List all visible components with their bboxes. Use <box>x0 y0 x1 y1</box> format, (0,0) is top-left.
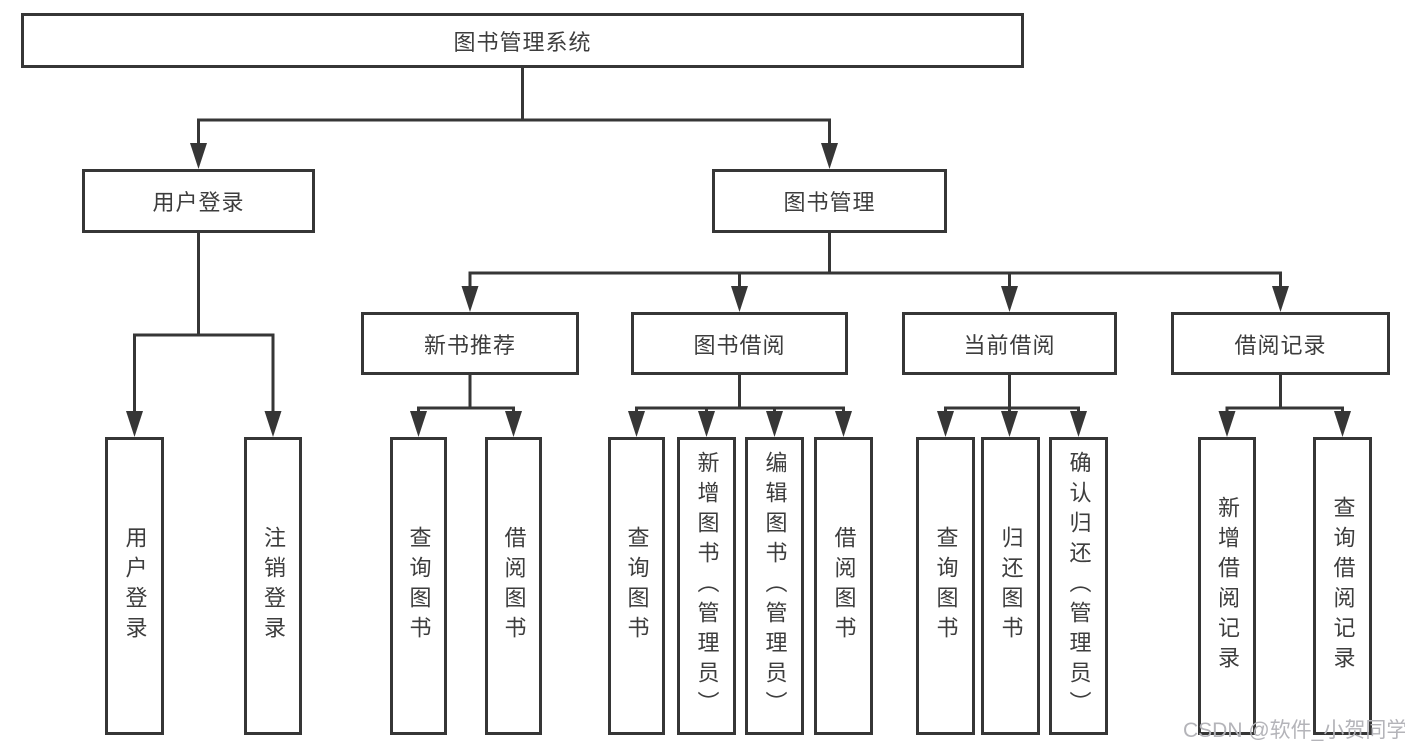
leaf-add-book-admin-label: 新增图书（管理员） <box>694 451 720 721</box>
connector-borrowing-records-to-leaves <box>1218 375 1351 437</box>
leaf-borrow-books: 借阅图书 <box>814 437 873 735</box>
node-current-borrowing: 当前借阅 <box>902 312 1117 375</box>
leaf-borrow-books-recommend-label: 借阅图书 <box>501 526 527 646</box>
leaf-edit-book-admin-label: 编辑图书（管理员） <box>762 451 788 721</box>
leaf-query-books-recommend-label: 查询图书 <box>406 526 432 646</box>
node-library-system: 图书管理系统 <box>21 13 1024 68</box>
leaf-query-borrow-record: 查询借阅记录 <box>1313 437 1372 735</box>
leaf-return-books-label: 归还图书 <box>998 526 1024 646</box>
leaf-borrow-books-label: 借阅图书 <box>831 526 857 646</box>
leaf-user-login-label: 用户登录 <box>122 526 148 646</box>
node-user-login: 用户登录 <box>82 169 315 233</box>
node-borrowing-records-label: 借阅记录 <box>1234 332 1327 358</box>
leaf-query-books-current: 查询图书 <box>916 437 975 735</box>
connector-current-borrowing-to-leaves <box>937 375 1087 437</box>
leaf-borrow-books-recommend: 借阅图书 <box>485 437 542 735</box>
leaf-edit-book-admin: 编辑图书（管理员） <box>745 437 804 735</box>
node-user-login-label: 用户登录 <box>152 190 245 215</box>
node-new-book-recommend-label: 新书推荐 <box>423 332 516 358</box>
node-borrowing-records: 借阅记录 <box>1171 312 1390 375</box>
node-current-borrowing-label: 当前借阅 <box>963 332 1056 358</box>
connector-user-login-to-leaves <box>126 233 282 437</box>
leaf-query-books-current-label: 查询图书 <box>933 526 959 646</box>
connector-new-book-recommend-to-leaves <box>410 375 522 437</box>
leaf-query-books-borrowing-label: 查询图书 <box>624 526 650 646</box>
node-library-system-label: 图书管理系统 <box>453 29 592 55</box>
node-new-book-recommend: 新书推荐 <box>361 312 579 375</box>
node-book-borrowing-label: 图书借阅 <box>693 332 786 358</box>
leaf-logout: 注销登录 <box>244 437 302 735</box>
leaf-query-books-recommend: 查询图书 <box>390 437 447 735</box>
connector-book-management-to-level3 <box>461 233 1289 312</box>
leaf-return-books: 归还图书 <box>981 437 1040 735</box>
connector-root-to-level2 <box>190 68 838 169</box>
leaf-add-borrow-record-label: 新增借阅记录 <box>1215 496 1240 676</box>
node-book-borrowing: 图书借阅 <box>631 312 848 375</box>
csdn-watermark: CSDN @软件_小贺同学 <box>1183 719 1405 742</box>
leaf-logout-label: 注销登录 <box>261 526 286 646</box>
leaf-add-borrow-record: 新增借阅记录 <box>1198 437 1256 735</box>
connector-book-borrowing-to-leaves <box>628 375 852 437</box>
leaf-add-book-admin: 新增图书（管理员） <box>677 437 736 735</box>
leaf-query-books-borrowing: 查询图书 <box>608 437 665 735</box>
node-book-management: 图书管理 <box>712 169 947 233</box>
leaf-user-login: 用户登录 <box>105 437 164 735</box>
node-book-management-label: 图书管理 <box>783 190 876 215</box>
leaf-confirm-return-admin: 确认归还（管理员） <box>1049 437 1108 735</box>
leaf-confirm-return-admin-label: 确认归还（管理员） <box>1066 451 1092 721</box>
leaf-query-borrow-record-label: 查询借阅记录 <box>1330 496 1356 676</box>
